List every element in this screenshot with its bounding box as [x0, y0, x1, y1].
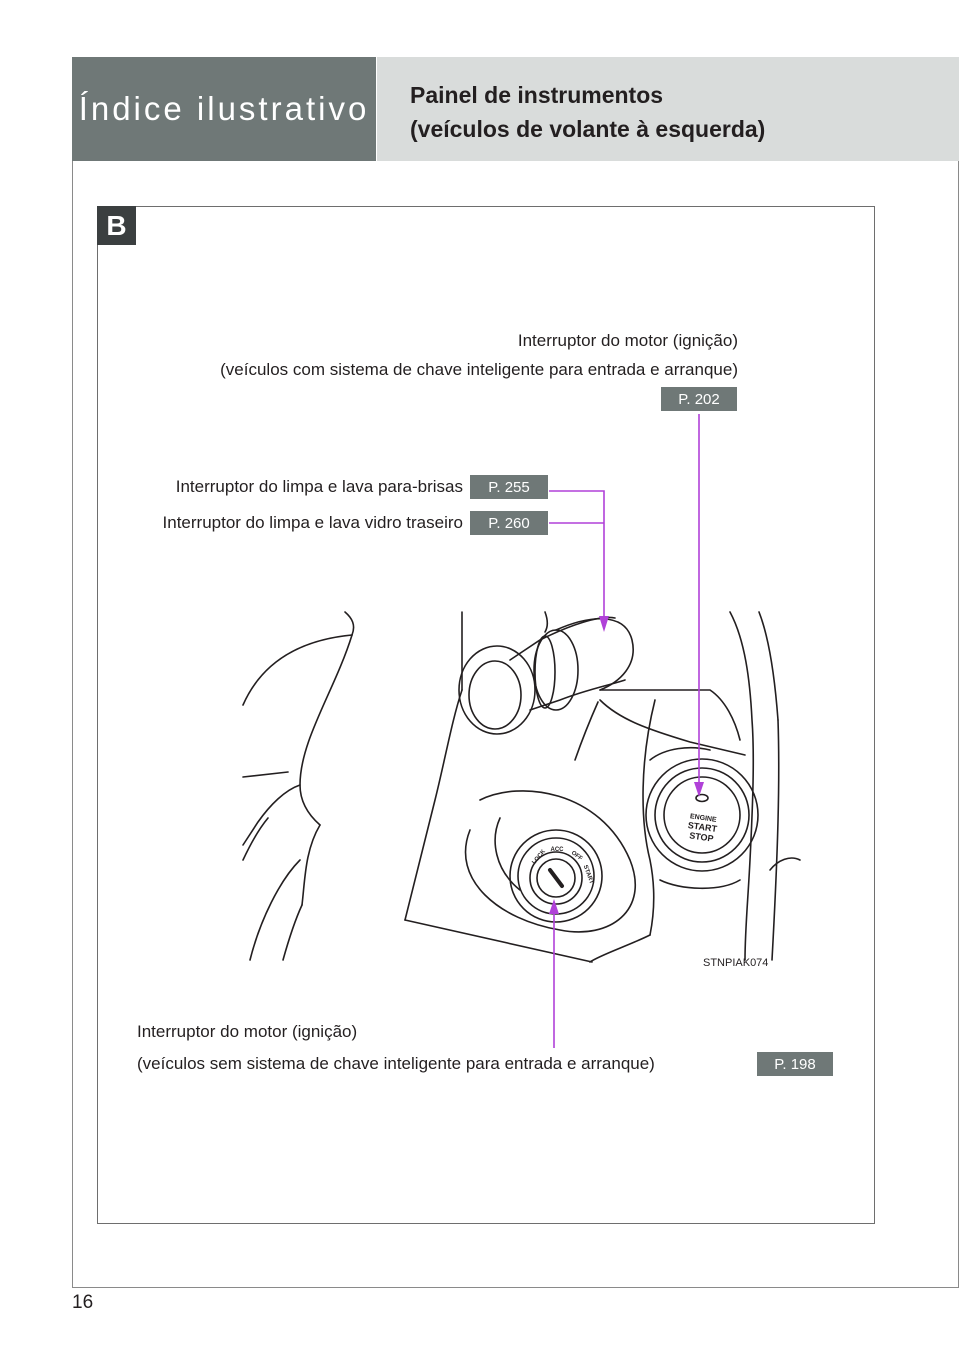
callout-smart-ignition-line2: (veículos com sistema de chave inteligen… [220, 360, 738, 379]
page-ref-255[interactable]: P. 255 [470, 475, 548, 499]
page-ref-260[interactable]: P. 260 [470, 511, 548, 535]
button-text-start: START [687, 820, 718, 834]
page-title-line1: Painel de instrumentos [410, 82, 664, 108]
button-text-stop: STOP [689, 830, 714, 843]
panel-badge: B [97, 206, 136, 245]
key-pos-off: OFF [570, 850, 584, 862]
arrowhead-smart-ignition [694, 782, 704, 797]
callout-smart-ignition-line1: Interruptor do motor (ignição) [517, 331, 738, 350]
key-pos-acc: ACC [551, 847, 565, 853]
callout-key-ignition-line1: Interruptor do motor (ignição) [137, 1022, 358, 1041]
page-title: Painel de instrumentos (veículos de vola… [410, 78, 765, 146]
header-title-bar [377, 57, 959, 161]
illustration-panel [97, 206, 875, 1224]
page-number: 16 [72, 1292, 94, 1313]
button-text-engine: ENGINE [689, 813, 717, 824]
arrowhead-wiper [599, 616, 609, 632]
page-frame [72, 57, 959, 1288]
page-ref-202[interactable]: P. 202 [661, 387, 737, 411]
arrowhead-key-ignition [549, 899, 559, 914]
leader-line-wiper-front [549, 490, 605, 623]
page-title-line2: (veículos de volante à esquerda) [410, 116, 766, 142]
page-ref-198[interactable]: P. 198 [757, 1052, 833, 1076]
section-tab: Índice ilustrativo [72, 57, 376, 161]
callout-key-ignition-line2: (veículos sem sistema de chave inteligen… [137, 1054, 655, 1073]
callout-rear-wiper: Interruptor do limpa e lava vidro trasei… [162, 513, 463, 532]
callout-windshield-wiper: Interruptor do limpa e lava para-brisas [175, 477, 463, 496]
section-title: Índice ilustrativo [78, 90, 370, 127]
figure-code: STNPIAK074 [703, 957, 768, 969]
